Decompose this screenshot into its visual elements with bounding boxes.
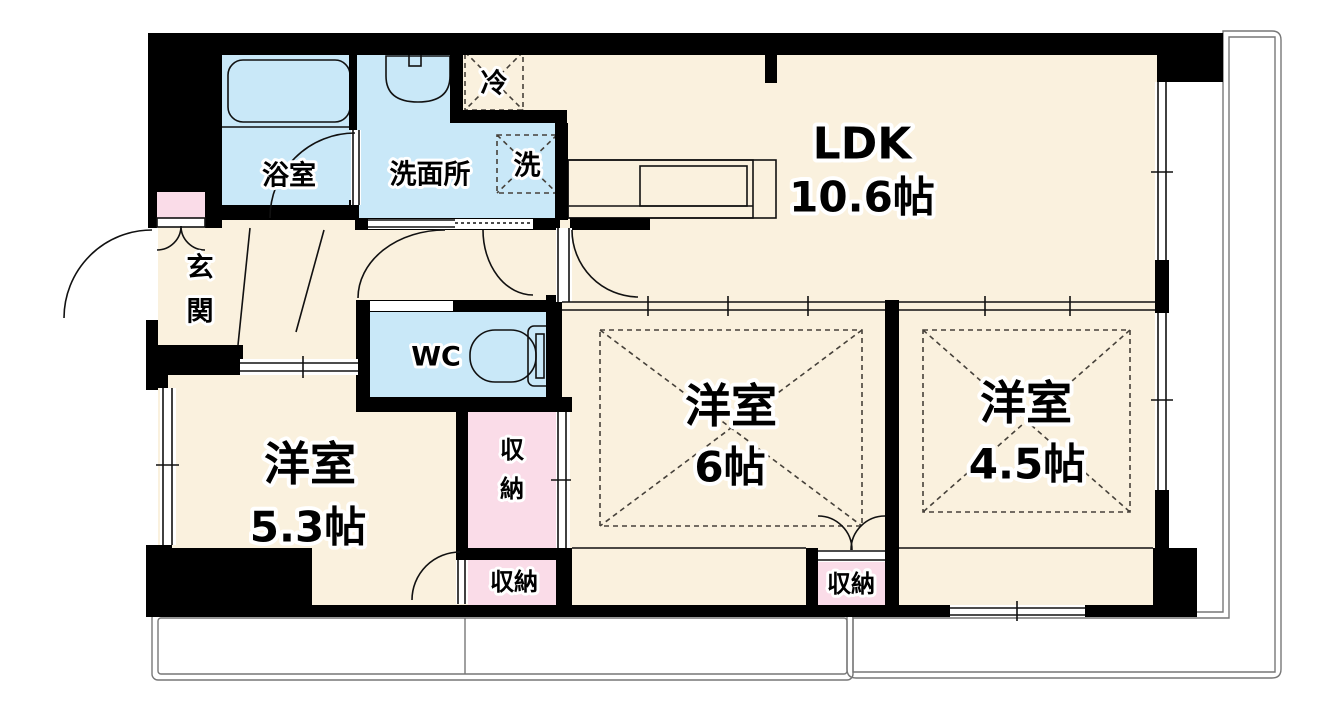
entrance-step-line-a (295, 229, 325, 333)
bedroom53-closet-label: 収納 (490, 568, 538, 596)
ldk-label: LDK (813, 119, 914, 170)
refrigerator-label: 冷 (481, 69, 508, 100)
entrance-step-line-b (237, 227, 251, 346)
bedroom6-size-label: 6帖 (694, 443, 765, 492)
balcony-outline-right (846, 30, 1282, 679)
entrance-label-2: 関 (187, 297, 214, 328)
bedroom6-closet-label: 収納 (827, 570, 875, 598)
entrance-door-arc (63, 229, 153, 319)
ldk-size-label: 10.6帖 (789, 173, 935, 222)
washer-space (496, 134, 558, 194)
room-labels: 浴室 洗面所 冷 洗 LDK 10.6帖 玄 関 WC 収 納 収納 収納 洋室… (184, 66, 1090, 602)
hall-closet-floor (468, 412, 556, 548)
bedroom45-size-label: 4.5帖 (969, 440, 1085, 489)
bedroom45-area-marker (922, 329, 1131, 513)
wc-floor (370, 312, 560, 397)
bedroom53-closet-floor (468, 558, 560, 605)
washroom-label: 洗面所 (390, 160, 471, 191)
entrance-label-1: 玄 (187, 252, 214, 284)
washroom-floor-a (355, 55, 450, 218)
bedroom53-label: 洋室 (264, 437, 356, 491)
shoe-cabinet (157, 192, 205, 218)
bath-door-arc (269, 132, 356, 219)
bedroom45-label: 洋室 (980, 376, 1072, 430)
bedroom6-label: 洋室 (685, 379, 777, 433)
wc-label: WC (411, 342, 461, 373)
wc-door-arc (482, 229, 534, 296)
washroom-floor-b (450, 123, 560, 218)
bedroom6-closet-floor (818, 562, 885, 605)
door-swing-arcs (63, 132, 886, 601)
bedroom6-closet-door-arc-right (850, 515, 886, 551)
bedroom53-closet-door-arc (411, 551, 461, 601)
bath-label: 浴室 (262, 160, 316, 192)
balcony-outline-bottom-left (151, 611, 854, 681)
ldk-door-arc (571, 229, 639, 298)
shoe-cabinet-door-arc-right (180, 225, 206, 251)
washer-label: 洗 (514, 151, 541, 182)
hall-closet-label-1: 収 (500, 436, 525, 464)
door-and-window-openings (144, 82, 1173, 621)
bath-floor (222, 55, 357, 205)
washroom-door-arc (357, 229, 446, 299)
bedroom6-area-marker (599, 329, 863, 527)
hall-closet-label-2: 納 (500, 475, 524, 503)
bedroom53-size-label: 5.3帖 (250, 503, 366, 552)
